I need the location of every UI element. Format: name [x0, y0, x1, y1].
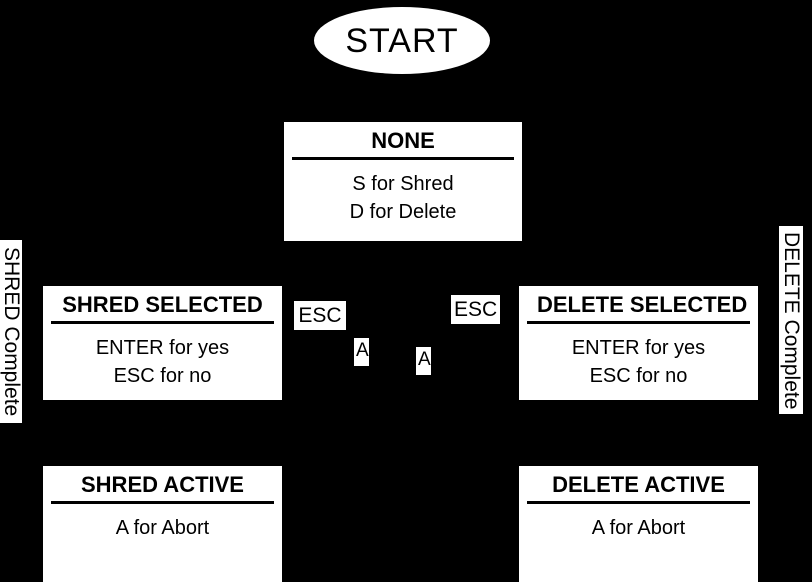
side-label-delete-complete-text: DELETE Complete: [780, 231, 803, 409]
node-delete-active[interactable]: DELETE ACTIVE A for Abort: [519, 466, 758, 582]
node-none-body-line-2: D for Delete: [349, 201, 457, 224]
node-shred-active[interactable]: SHRED ACTIVE A for Abort: [43, 466, 282, 582]
edge-label-esc-left: ESC: [294, 301, 346, 330]
edge-label-abort-right: A: [416, 347, 431, 375]
node-delete-selected[interactable]: DELETE SELECTED ENTER for yes ESC for no: [519, 286, 758, 400]
node-shred-active-body: A for Abort: [43, 504, 282, 548]
node-shred-active-title: SHRED ACTIVE: [51, 466, 274, 505]
node-none-body-line-1: S for Shred: [352, 173, 454, 196]
node-shred-selected-title: SHRED SELECTED: [51, 286, 274, 325]
node-none-title: NONE: [292, 122, 514, 161]
node-delete-active-body: A for Abort: [519, 504, 758, 548]
edge-label-esc-right: ESC: [451, 295, 500, 324]
node-none-body: S for Shred D for Delete: [284, 160, 522, 232]
node-delete-selected-title: DELETE SELECTED: [527, 286, 750, 325]
node-shred-active-body-line-1: A for Abort: [115, 517, 210, 540]
node-delete-active-title: DELETE ACTIVE: [527, 466, 750, 505]
node-delete-selected-body-line-1: ENTER for yes: [571, 337, 706, 360]
node-shred-selected-body-line-1: ENTER for yes: [95, 337, 230, 360]
node-shred-selected-body: ENTER for yes ESC for no: [43, 324, 282, 396]
side-label-shred-complete: SHRED Complete: [0, 240, 22, 423]
node-none[interactable]: NONE S for Shred D for Delete: [284, 122, 522, 241]
node-start[interactable]: START: [314, 7, 490, 74]
node-delete-active-body-line-1: A for Abort: [591, 517, 686, 540]
edge-label-abort-left: A: [354, 338, 369, 366]
node-delete-selected-body-line-2: ESC for no: [589, 365, 688, 388]
side-label-delete-complete: DELETE Complete: [779, 226, 803, 414]
side-label-shred-complete-text: SHRED Complete: [0, 247, 22, 417]
node-delete-selected-body: ENTER for yes ESC for no: [519, 324, 758, 396]
node-shred-selected-body-line-2: ESC for no: [113, 365, 212, 388]
node-shred-selected[interactable]: SHRED SELECTED ENTER for yes ESC for no: [43, 286, 282, 400]
node-start-label: START: [345, 21, 459, 60]
